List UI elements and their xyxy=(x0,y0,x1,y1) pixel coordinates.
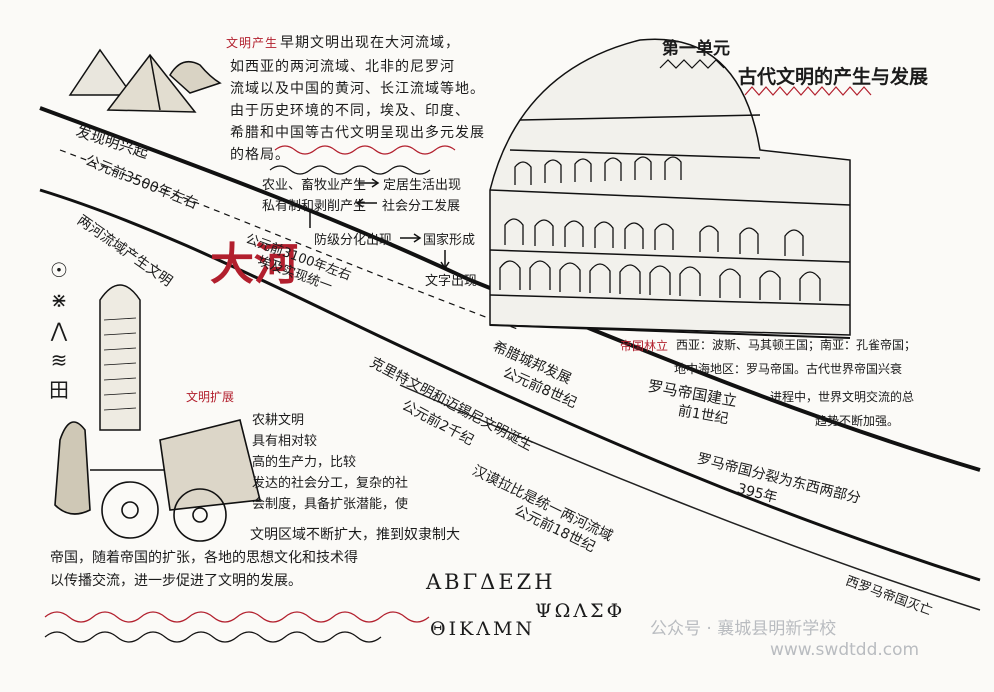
expansion-line: 农耕文明 xyxy=(252,413,305,428)
expansion-right-text: 农耕文明 具有相对较 高的生产力，比较 发达的社会分工，复杂的社 会制度，具备扩… xyxy=(252,410,408,515)
origin-line: 希腊和中国等古代文明呈现出多元发展 xyxy=(230,125,485,141)
expansion-line: 会制度，具备扩张潜能，使 xyxy=(252,497,409,512)
unit-title: 古代文明的产生与发展 xyxy=(738,66,929,88)
star-glyph-icon: ⋇ xyxy=(50,288,68,312)
origin-line: 流域以及中国的黄河、长江流域等地。 xyxy=(230,81,485,97)
origin-line: 由于历史环境的不同，埃及、印度、 xyxy=(230,103,470,119)
expansion-line: 文明区域不断扩大，推到奴隶制大 xyxy=(250,527,460,543)
river-bank-shadow xyxy=(399,384,981,611)
expansion-line: 以传播交流，进一步促进了文明的发展。 xyxy=(50,573,302,589)
flow-row-1-a: 农业、畜牧业产生 xyxy=(262,178,367,193)
water-glyph-icon: ≋ xyxy=(50,348,68,372)
flow-arrows xyxy=(309,178,450,270)
flow-row-2-a: 私有制和剥削产生 xyxy=(262,199,367,214)
origin-line: 如西亚的两河流域、北非的尼罗河 xyxy=(230,59,455,75)
flow-row-4: 文字出现 xyxy=(425,274,478,289)
pyramids-drawing xyxy=(68,48,222,113)
expansion-line: 帝国，随着帝国的扩张，各地的思想文化和技术得 xyxy=(50,550,358,566)
empire-line: 地中海地区：罗马帝国。古代世界帝国兴衰 xyxy=(674,362,903,376)
river-lower-bank xyxy=(39,188,981,582)
expansion-heading: 文明扩展 xyxy=(186,390,235,404)
chariot-drawing xyxy=(54,419,261,542)
empire-heading: 帝国林立 xyxy=(620,339,669,353)
field-glyph-icon: 田 xyxy=(49,378,69,402)
origin-line: 早期文明出现在大河流域， xyxy=(280,35,460,51)
origin-text-rest: 如西亚的两河流域、北非的尼罗河 流域以及中国的黄河、长江流域等地。 由于历史环境… xyxy=(230,56,500,166)
watermark-account: 公众号 · 襄城县明新学校 xyxy=(650,619,837,639)
empire-line: 西亚：波斯、马其顿王国；南亚：孔雀帝国； xyxy=(676,338,917,352)
origin-text: 早期文明出现在大河流域， xyxy=(280,32,490,54)
script-line-2: ΨΩΛΣΦ xyxy=(535,600,626,622)
expansion-line: 发达的社会分工，复杂的社 xyxy=(252,476,409,491)
origin-heading: 文明产生 xyxy=(226,36,279,50)
hieroglyph-column: ☉ ⋇ ⋀ ≋ 田 xyxy=(44,255,74,405)
flow-row-3-a: 防级分化出现 xyxy=(314,233,393,248)
watermark-site: www.swdtdd.com xyxy=(770,640,920,660)
flow-row-2-b: 社会分工发展 xyxy=(382,199,461,214)
stele-drawing xyxy=(99,284,141,431)
expansion-line: 高的生产力，比较 xyxy=(252,455,357,470)
expansion-full-text: 文明区域不断扩大，推到奴隶制大 帝国，随着帝国的扩张，各地的思想文化和技术得 以… xyxy=(50,524,460,593)
flow-row-1-b: 定居生活出现 xyxy=(383,178,462,193)
sun-glyph-icon: ☉ xyxy=(50,258,68,282)
mountain-glyph-icon: ⋀ xyxy=(50,318,68,342)
script-line-1: ΑΒΓΔΕΖΗ xyxy=(426,570,556,594)
flow-row-3-b: 国家形成 xyxy=(423,233,476,248)
expansion-line: 具有相对较 xyxy=(252,434,318,449)
empire-line: 进程中，世界文明交流的总 xyxy=(770,390,915,404)
unit-number: 第一单元 xyxy=(662,39,730,59)
river-upper-bank xyxy=(39,106,981,472)
empire-line: 趋势不断加强。 xyxy=(815,414,900,428)
decorative-bands xyxy=(44,59,872,643)
script-line-3: ΘΙΚΛΜΝ xyxy=(430,618,536,640)
river-big-char: 大河 xyxy=(210,239,298,290)
colosseum-drawing xyxy=(489,38,851,339)
origin-line: 的格局。 xyxy=(230,147,290,163)
river-mid-line xyxy=(59,149,521,331)
